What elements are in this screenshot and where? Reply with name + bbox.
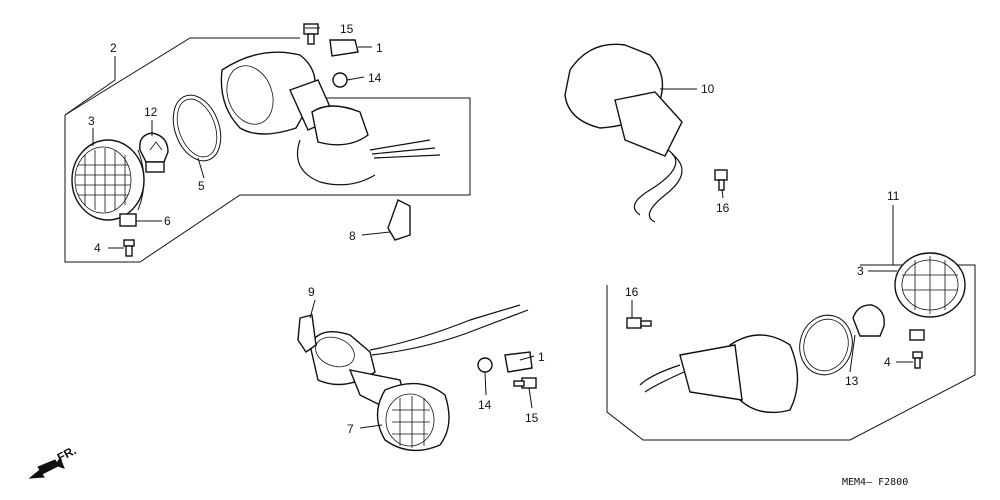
front-arrow-icon	[28, 456, 65, 479]
signal-lower-middle	[297, 304, 537, 452]
callout-14-upper: 14	[368, 71, 382, 85]
frame-upper-left	[64, 37, 471, 263]
front-direction-indicator: FR.	[28, 443, 78, 479]
callout-8: 8	[349, 229, 356, 243]
callout-3-lower: 3	[857, 264, 864, 278]
callout-13: 13	[845, 374, 859, 388]
callout-labels: 2 3 12 5 6 4 15 1 14 8 10 16 11 3 4 13 1…	[88, 22, 900, 436]
callout-11: 11	[887, 189, 900, 203]
callout-15-lower: 15	[525, 411, 539, 425]
hardware-upper	[303, 23, 411, 241]
callout-12: 12	[144, 105, 158, 119]
signal-upper-right	[564, 43, 728, 223]
callout-6: 6	[164, 214, 171, 228]
gasket-upper	[172, 94, 222, 162]
diagram-code: MEM4— F2800	[842, 477, 908, 488]
callout-16-upper: 16	[716, 201, 730, 215]
frame-lower-right	[606, 264, 976, 441]
bulb-upper	[139, 132, 169, 173]
callout-7: 7	[347, 422, 354, 436]
callout-16-lower: 16	[625, 285, 639, 299]
callout-1-lower: 1	[538, 350, 545, 364]
callout-14-lower: 14	[478, 398, 492, 412]
callout-4-lower: 4	[884, 355, 891, 369]
callout-5: 5	[198, 179, 205, 193]
callout-4-upper: 4	[94, 241, 101, 255]
leader-lines	[64, 27, 913, 429]
callout-2-upper: 2	[110, 41, 117, 55]
signal-lower-right	[626, 252, 966, 414]
callout-9: 9	[308, 285, 315, 299]
callout-1-upper: 1	[376, 41, 383, 55]
lens-upper-left	[71, 139, 145, 221]
callout-10: 10	[701, 82, 715, 96]
callout-15-upper: 15	[340, 22, 354, 36]
callout-3-upper: 3	[88, 114, 95, 128]
hardware-left	[119, 213, 137, 257]
housing-upper	[220, 51, 441, 186]
